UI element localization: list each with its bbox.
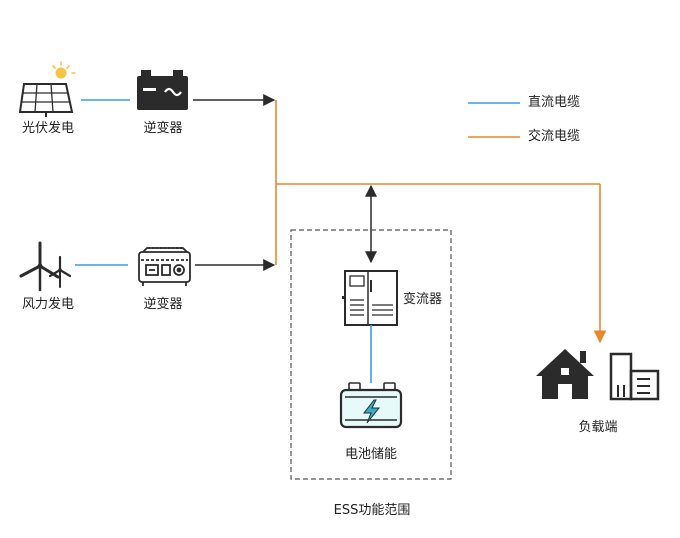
legend-ac-label: 交流电缆 xyxy=(528,129,581,144)
inverter-wind-label: 逆变器 xyxy=(143,297,183,312)
inverter-output-arrows xyxy=(193,94,377,271)
house-icon xyxy=(536,349,594,399)
building-icon xyxy=(609,352,660,401)
inverter-unit-icon xyxy=(138,247,191,286)
battery-label: 电池储能 xyxy=(344,447,398,462)
battery-inverter-icon xyxy=(137,70,188,110)
load-label: 负载端 xyxy=(578,420,618,435)
pv-label: 光伏发电 xyxy=(21,121,75,136)
legend-dc-label: 直流电缆 xyxy=(528,95,581,110)
solar-panel-icon xyxy=(18,61,76,117)
wind-label: 风力发电 xyxy=(21,297,75,312)
wind-turbine-icon xyxy=(19,241,72,292)
ac-cables xyxy=(275,100,607,344)
dc-cables xyxy=(75,99,372,383)
converter-label: 变流器 xyxy=(403,292,443,307)
battery-icon xyxy=(339,382,403,429)
ess-boundary xyxy=(290,229,452,480)
inverter-pv-label: 逆变器 xyxy=(143,121,183,136)
ess-region-label: ESS功能范围 xyxy=(333,503,411,518)
converter-cabinet-icon xyxy=(342,270,398,326)
